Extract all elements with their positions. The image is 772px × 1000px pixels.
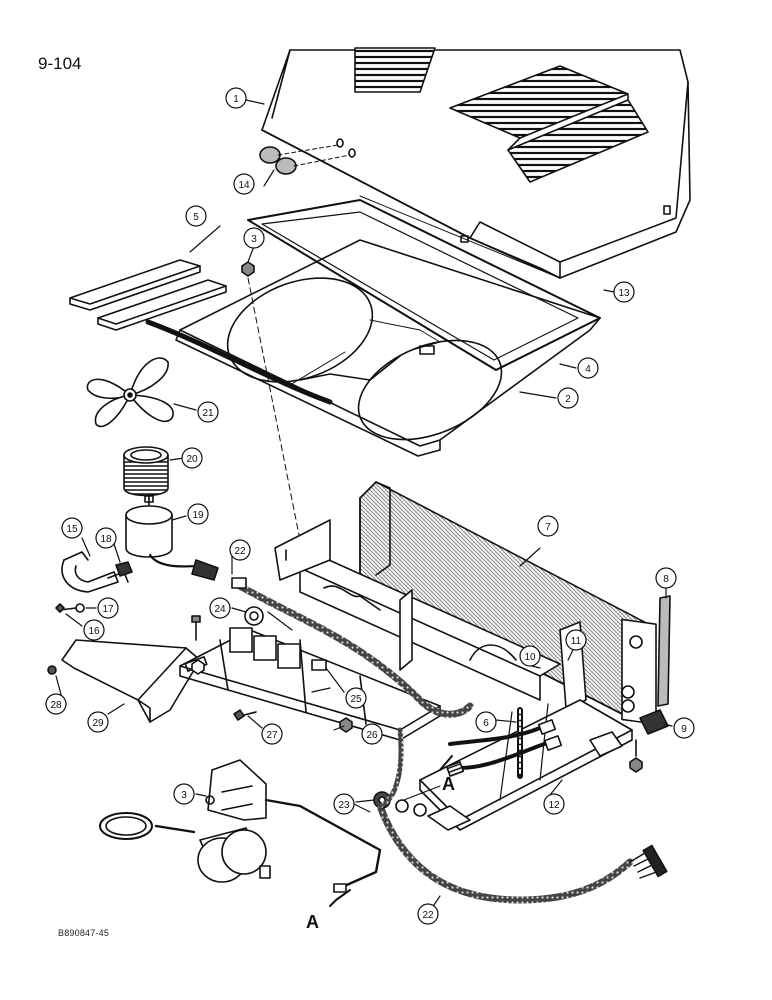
top-cover [261, 47, 691, 279]
svg-text:16: 16 [88, 626, 100, 637]
callout-10: 10 [519, 645, 541, 667]
callout-28: 28 [45, 693, 67, 715]
callout-11: 11 [565, 629, 587, 651]
base-plate-assembly [145, 199, 601, 457]
svg-text:21: 21 [202, 408, 214, 419]
figure-code: B890847-45 [58, 928, 110, 938]
callout-13: 13 [613, 281, 635, 303]
callout-6: 6 [475, 711, 497, 733]
callout-9: 9 [673, 717, 695, 739]
motor-strap [55, 551, 133, 613]
callout-25: 25 [345, 687, 367, 709]
svg-text:28: 28 [50, 700, 62, 711]
callout-18: 18 [95, 527, 117, 549]
wire-harness-lower [373, 727, 668, 904]
callout-23: 23 [333, 793, 355, 815]
svg-text:20: 20 [186, 454, 198, 465]
callout-8: 8 [655, 567, 677, 589]
mounting-bracket [274, 519, 587, 709]
svg-text:10: 10 [524, 652, 536, 663]
callout-27: 27 [261, 723, 283, 745]
svg-text:29: 29 [92, 718, 104, 729]
foam-strips [69, 259, 227, 331]
callout-4: 4 [577, 357, 599, 379]
callout-21: 21 [197, 401, 219, 423]
svg-text:26: 26 [366, 730, 378, 741]
svg-text:2: 2 [565, 394, 571, 405]
callout-1: 1 [225, 87, 247, 109]
connection-arrows [329, 755, 453, 907]
svg-text:15: 15 [66, 524, 78, 535]
callout-3-top: 3 [243, 227, 265, 249]
callout-20: 20 [181, 447, 203, 469]
callout-17: 17 [97, 597, 119, 619]
control-cover [47, 639, 201, 723]
svg-text:6: 6 [483, 718, 489, 729]
callout-22-upper: 22 [229, 539, 251, 561]
seal-strip [657, 595, 671, 707]
svg-text:1: 1 [233, 94, 239, 105]
callout-24: 24 [209, 597, 231, 619]
connection-marker-a-upper: A [442, 774, 455, 794]
svg-text:27: 27 [266, 730, 278, 741]
nut-top [241, 261, 301, 541]
callout-29: 29 [87, 711, 109, 733]
svg-text:3: 3 [181, 790, 187, 801]
svg-text:5: 5 [193, 212, 199, 223]
callout-19: 19 [187, 503, 209, 525]
svg-text:7: 7 [545, 522, 551, 533]
hose-set [445, 707, 563, 779]
svg-text:12: 12 [548, 800, 560, 811]
plug-parts [259, 144, 351, 175]
svg-text:22: 22 [422, 910, 434, 921]
svg-text:14: 14 [238, 180, 250, 191]
callout-16: 16 [83, 619, 105, 641]
leader-lines [55, 99, 673, 909]
svg-text:9: 9 [681, 724, 687, 735]
callout-5: 5 [185, 205, 207, 227]
svg-text:23: 23 [338, 800, 350, 811]
svg-text:8: 8 [663, 574, 669, 585]
svg-text:11: 11 [571, 636, 582, 647]
callout-7: 7 [537, 515, 559, 537]
callout-14: 14 [233, 173, 255, 195]
svg-text:3: 3 [251, 234, 257, 245]
block-part [639, 709, 669, 735]
svg-text:22: 22 [234, 546, 246, 557]
wire-harness-upper [231, 577, 474, 718]
callout-3-bottom: 3 [173, 783, 195, 805]
coupling [123, 446, 169, 497]
receiver-drier [99, 759, 382, 893]
svg-text:24: 24 [214, 604, 226, 615]
callout-26: 26 [361, 723, 383, 745]
callout-15: 15 [61, 517, 83, 539]
callout-2: 2 [557, 387, 579, 409]
blower-motor [125, 495, 219, 581]
fan-blade [86, 357, 174, 428]
callout-22-lower: 22 [417, 903, 439, 925]
callout-12: 12 [543, 793, 565, 815]
svg-text:17: 17 [102, 604, 114, 615]
svg-text:19: 19 [192, 510, 204, 521]
svg-text:4: 4 [585, 364, 591, 375]
svg-text:25: 25 [350, 694, 362, 705]
connection-marker-a-lower: A [306, 912, 319, 932]
page-number: 9-104 [38, 54, 82, 73]
svg-text:18: 18 [100, 534, 112, 545]
svg-text:13: 13 [618, 288, 630, 299]
callout-bubbles: 1 2 3 3 4 5 6 7 8 9 10 11 12 13 14 15 16… [45, 87, 695, 925]
